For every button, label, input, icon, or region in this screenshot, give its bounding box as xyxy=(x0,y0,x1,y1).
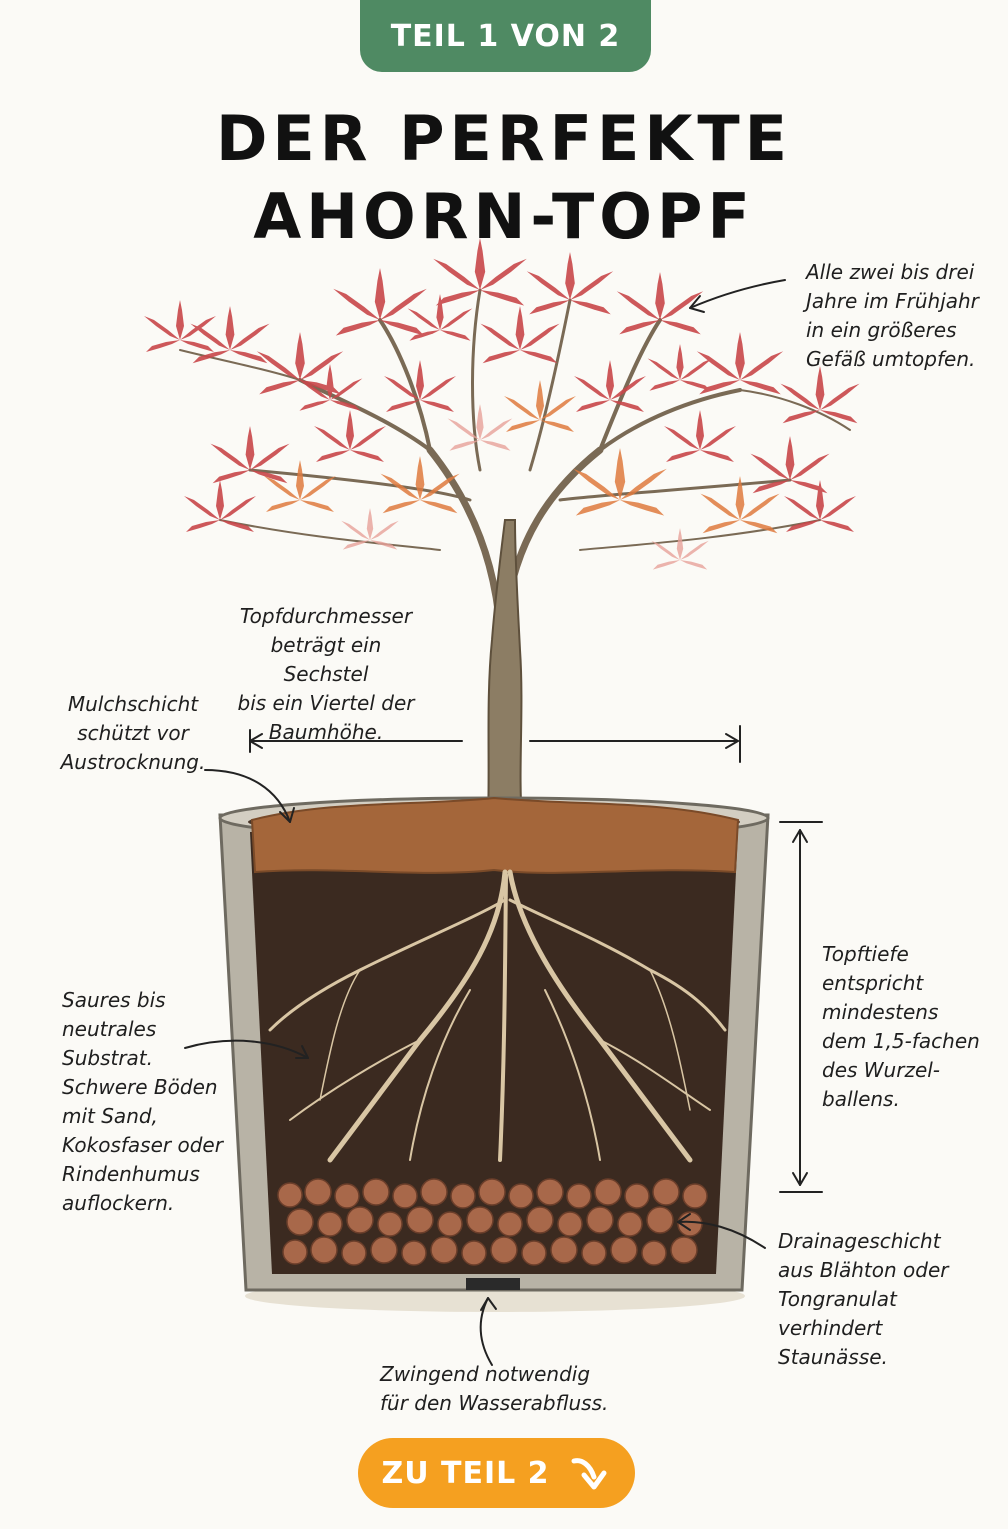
drainage-hole xyxy=(466,1278,520,1290)
note-mulch: Mulchschicht schützt vor Austrocknung. xyxy=(60,692,206,774)
arrow-down-right-icon xyxy=(571,1458,607,1490)
note-drainage-hole: Zwingend notwendig für den Wasserabfluss… xyxy=(380,1362,609,1415)
note-repot: Alle zwei bis drei Jahre im Frühjahr in … xyxy=(806,260,979,371)
annotation-arrows xyxy=(184,279,823,1366)
page-title: DER PERFEKTE AHORN-TOPF xyxy=(0,100,1008,256)
note-drainage: Drainageschicht aus Blähton oder Tongran… xyxy=(778,1229,949,1369)
part-badge: TEIL 1 VON 2 xyxy=(360,0,651,72)
next-part-label: ZU TEIL 2 xyxy=(381,1455,550,1491)
drainage-pebbles xyxy=(277,1178,708,1266)
title-line-2: AHORN-TOPF xyxy=(253,180,755,253)
next-part-button[interactable]: ZU TEIL 2 xyxy=(358,1438,635,1508)
roots xyxy=(268,869,727,1163)
title-line-1: DER PERFEKTE xyxy=(215,102,793,175)
tree-trunk xyxy=(486,519,524,821)
note-diameter: Topfdurchmesser beträgt ein Sechstel bis… xyxy=(237,604,415,744)
note-substrate: Saures bis neutrales Substrat. Schwere B… xyxy=(62,988,223,1215)
mulch-layer xyxy=(250,796,740,874)
note-depth: Topftiefe entspricht mindestens dem 1,5-… xyxy=(822,942,980,1111)
